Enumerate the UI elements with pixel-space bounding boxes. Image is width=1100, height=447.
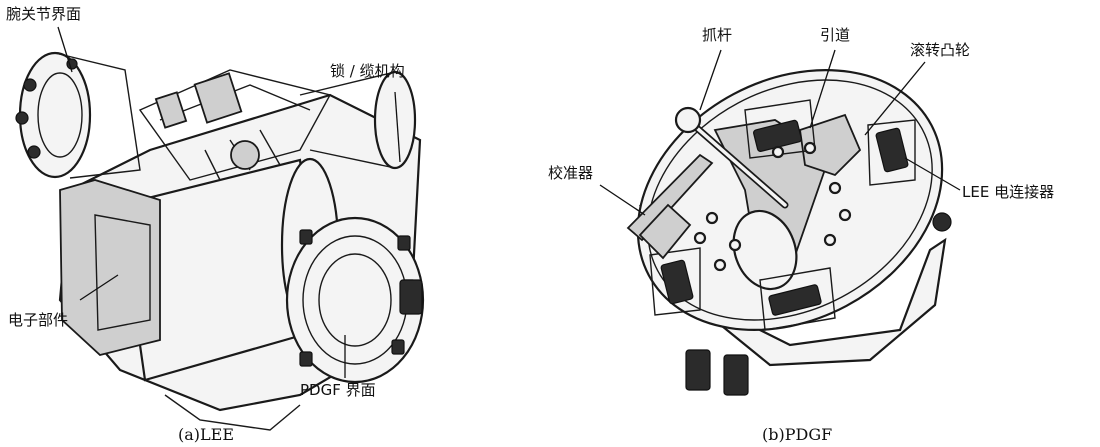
label-electronics: 电子部件 <box>8 311 68 329</box>
label-lock-cable: 锁 / 缆机构 <box>330 62 405 80</box>
pdgf-illustration <box>626 69 952 396</box>
lee-panel: 腕关节界面 锁 / 缆机构 电子部件 PDGF 界面 (a)LEE <box>6 5 425 444</box>
leader-guide <box>809 49 836 129</box>
leader-lock-cable <box>394 91 401 163</box>
pdgf-panel: 抓杆 引道 滚转凸轮 校准器 LEE 电连接器 (b)PDGF <box>548 26 1054 444</box>
leader-electronics <box>79 274 119 301</box>
leader-wrist-interface <box>57 26 73 73</box>
caption-a: (a)LEE <box>178 425 234 444</box>
leader-lee-connector <box>904 157 961 191</box>
label-wrist-interface: 腕关节界面 <box>6 5 81 23</box>
leader-roll-cam <box>864 61 926 136</box>
label-roll-cam: 滚转凸轮 <box>910 41 970 59</box>
label-calibrator: 校准器 <box>548 164 593 182</box>
leader-grapple-shaft <box>699 49 722 111</box>
label-guide: 引道 <box>820 26 850 44</box>
label-grapple-shaft: 抓杆 <box>702 26 732 44</box>
leader-calibrator <box>599 184 646 216</box>
label-pdgf-interface: PDGF 界面 <box>300 381 376 399</box>
lee-illustration <box>15 51 425 431</box>
caption-b: (b)PDGF <box>762 425 832 444</box>
label-lee-connector: LEE 电连接器 <box>962 183 1054 201</box>
